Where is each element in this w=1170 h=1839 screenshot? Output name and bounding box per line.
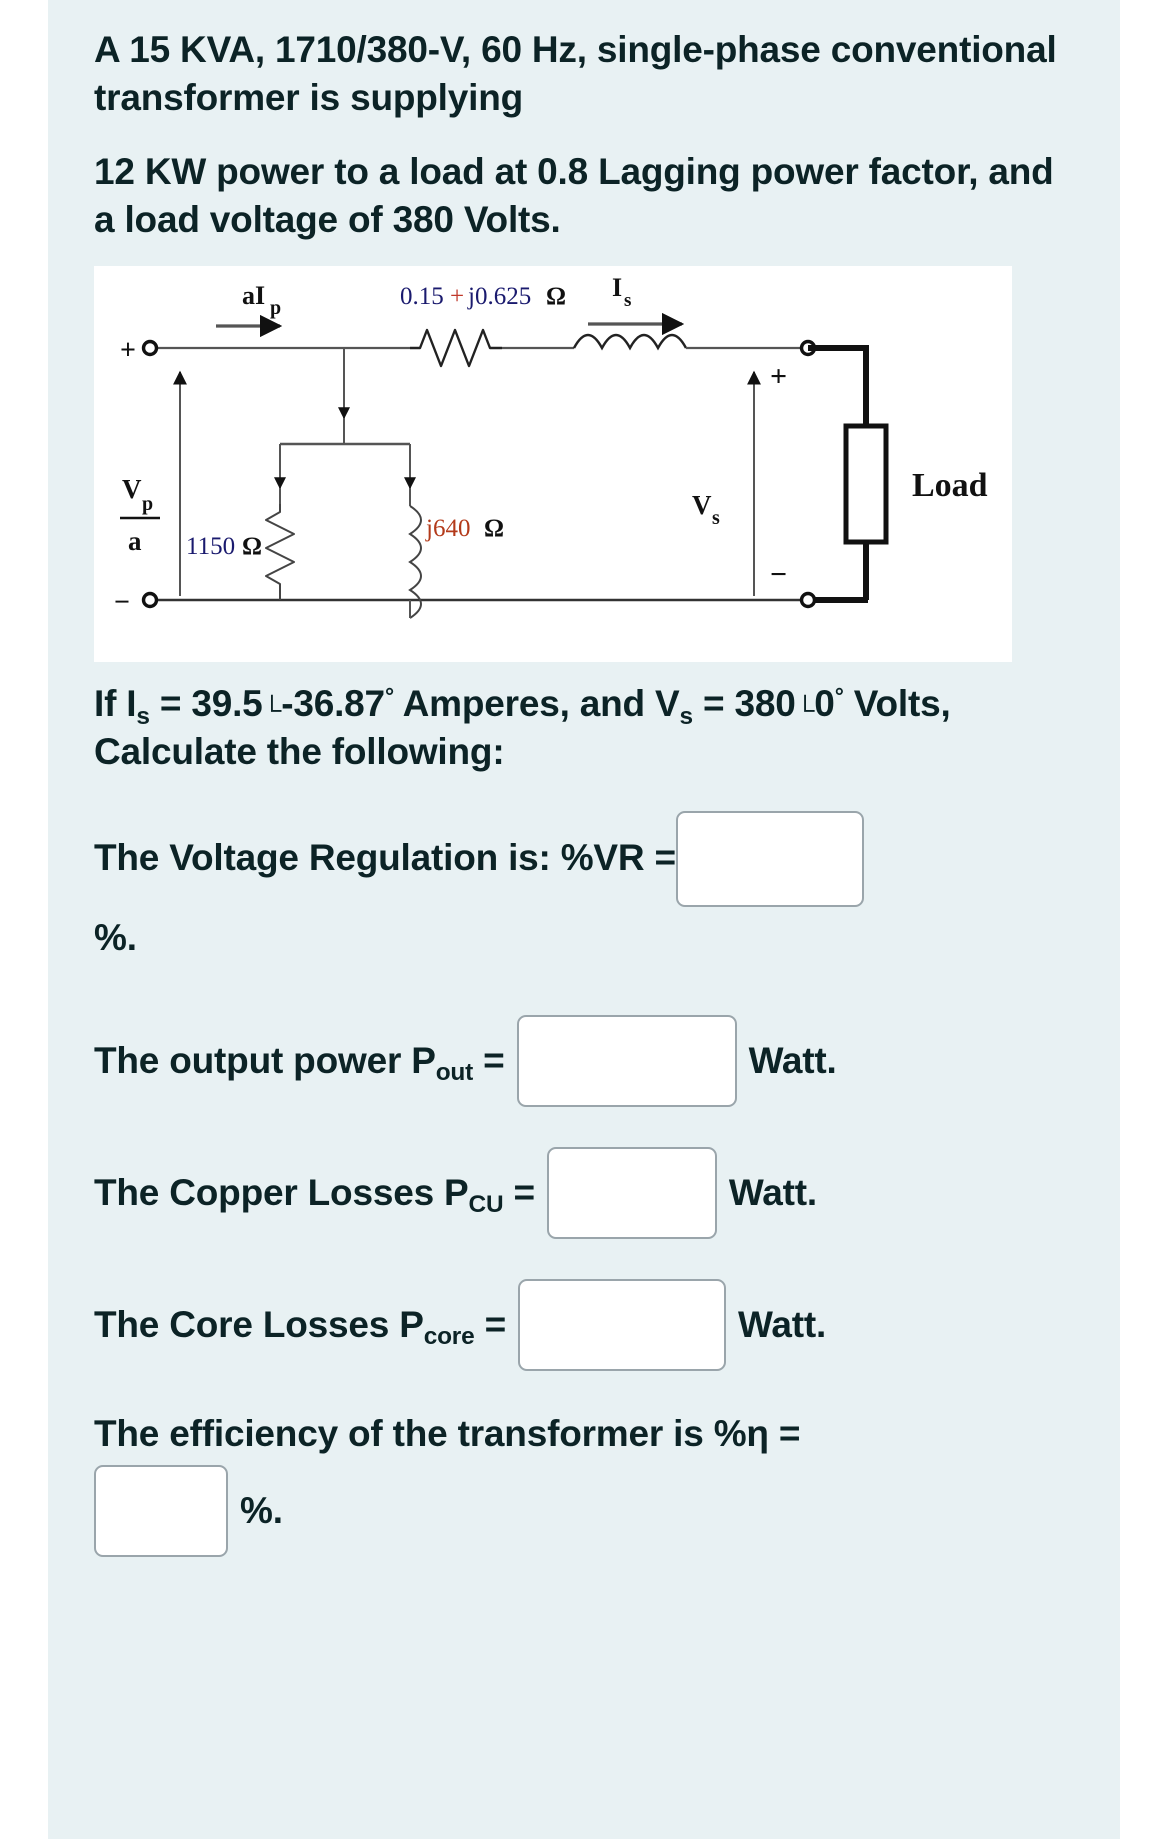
given-current-magnitude: 39.5: [191, 683, 263, 725]
svg-text:V: V: [122, 474, 142, 504]
voltage-regulation-input[interactable]: [675, 810, 864, 907]
efficiency-unit: %.: [240, 1489, 283, 1531]
given-vs-subscript: s: [679, 702, 694, 730]
copper-losses-equals: =: [503, 1171, 535, 1213]
svg-text:Ω: Ω: [484, 515, 504, 542]
core-losses-label: The Core Losses Pcore =: [94, 1302, 507, 1350]
given-voltage-unit: Volts,: [853, 683, 951, 725]
given-degree-2: °: [834, 683, 844, 710]
svg-text:Load: Load: [912, 467, 988, 504]
given-current-unit: Amperes,: [402, 683, 570, 725]
svg-text:V: V: [692, 490, 712, 520]
given-angle-symbol-1: └: [262, 694, 282, 725]
voltage-regulation-label: The Voltage Regulation is: %VR =: [94, 837, 676, 879]
copper-losses-label: The Copper Losses PCU =: [94, 1170, 535, 1218]
svg-text:s: s: [624, 290, 631, 311]
svg-text:j640: j640: [425, 515, 470, 542]
question-page: A 15 KVA, 1710/380-V, 60 Hz, single-phas…: [48, 0, 1120, 1839]
core-losses-input[interactable]: [517, 1278, 726, 1371]
transformer-equivalent-circuit-diagram: + − + −: [94, 266, 1012, 663]
given-degree-1: °: [384, 683, 394, 710]
core-losses-subscript: core: [423, 1323, 475, 1350]
given-angle-symbol-2: └: [795, 694, 815, 725]
svg-text:p: p: [270, 297, 281, 319]
given-eq-2: =: [692, 683, 725, 725]
copper-losses-input[interactable]: [546, 1146, 717, 1239]
voltage-regulation-unit: %.: [94, 916, 137, 958]
svg-text:−: −: [770, 558, 787, 591]
svg-text:p: p: [142, 493, 153, 515]
core-losses-label-text: The Core Losses P: [94, 1303, 424, 1345]
efficiency-input[interactable]: [94, 1465, 228, 1558]
question-efficiency: The efficiency of the transformer is %η …: [94, 1411, 1074, 1457]
svg-text:j0.625: j0.625: [467, 283, 531, 310]
svg-text:I: I: [612, 273, 622, 302]
question-voltage-regulation: The Voltage Regulation is: %VR =: [94, 810, 1074, 907]
svg-text:+: +: [450, 283, 464, 310]
efficiency-answer-row: %.: [94, 1465, 1074, 1558]
efficiency-label: The efficiency of the transformer is %η …: [94, 1412, 801, 1454]
output-power-equals: =: [473, 1039, 505, 1081]
question-copper-losses: The Copper Losses PCU = Watt.: [94, 1146, 1074, 1239]
svg-text:+: +: [120, 335, 136, 366]
output-power-label: The output power Pout =: [94, 1038, 505, 1086]
output-power-subscript: out: [435, 1059, 474, 1086]
svg-text:0.15: 0.15: [400, 283, 444, 310]
svg-text:1150: 1150: [186, 533, 235, 560]
svg-text:a: a: [128, 526, 142, 556]
given-prefix: If I: [94, 683, 137, 725]
core-losses-unit: Watt.: [737, 1303, 827, 1345]
svg-text:+: +: [770, 360, 787, 393]
problem-paragraph-2: 12 KW power to a load at 0.8 Lagging pow…: [94, 151, 1054, 241]
output-power-unit: Watt.: [748, 1039, 837, 1081]
copper-losses-subscript: CU: [468, 1191, 504, 1218]
given-values-text: If Is = 39.5└-36.87° Amperes, and Vs = 3…: [94, 680, 1074, 776]
copper-losses-label-text: The Copper Losses P: [94, 1171, 469, 1213]
question-output-power: The output power Pout = Watt.: [94, 1014, 1074, 1107]
copper-losses-unit: Watt.: [728, 1171, 817, 1213]
given-is-subscript: s: [136, 702, 150, 730]
svg-text:−: −: [114, 587, 130, 618]
svg-text:Ω: Ω: [242, 533, 262, 560]
given-and-vs: and V: [569, 683, 680, 725]
svg-text:s: s: [712, 507, 720, 529]
given-calculate-tail: Calculate the following:: [94, 731, 505, 773]
svg-text:aI: aI: [242, 281, 265, 310]
given-voltage-magnitude: 380: [734, 683, 796, 725]
voltage-regulation-unit-row: %.: [94, 915, 1074, 961]
given-voltage-angle: 0: [814, 683, 835, 725]
problem-paragraph-1: A 15 KVA, 1710/380-V, 60 Hz, single-phas…: [94, 29, 1057, 119]
given-eq-1: =: [149, 683, 192, 725]
output-power-label-text: The output power P: [94, 1039, 436, 1081]
question-core-losses: The Core Losses Pcore = Watt.: [94, 1278, 1074, 1371]
output-power-input[interactable]: [516, 1014, 737, 1107]
core-losses-equals: =: [474, 1303, 507, 1345]
given-current-angle: -36.87: [281, 683, 385, 725]
svg-text:Ω: Ω: [546, 283, 566, 310]
